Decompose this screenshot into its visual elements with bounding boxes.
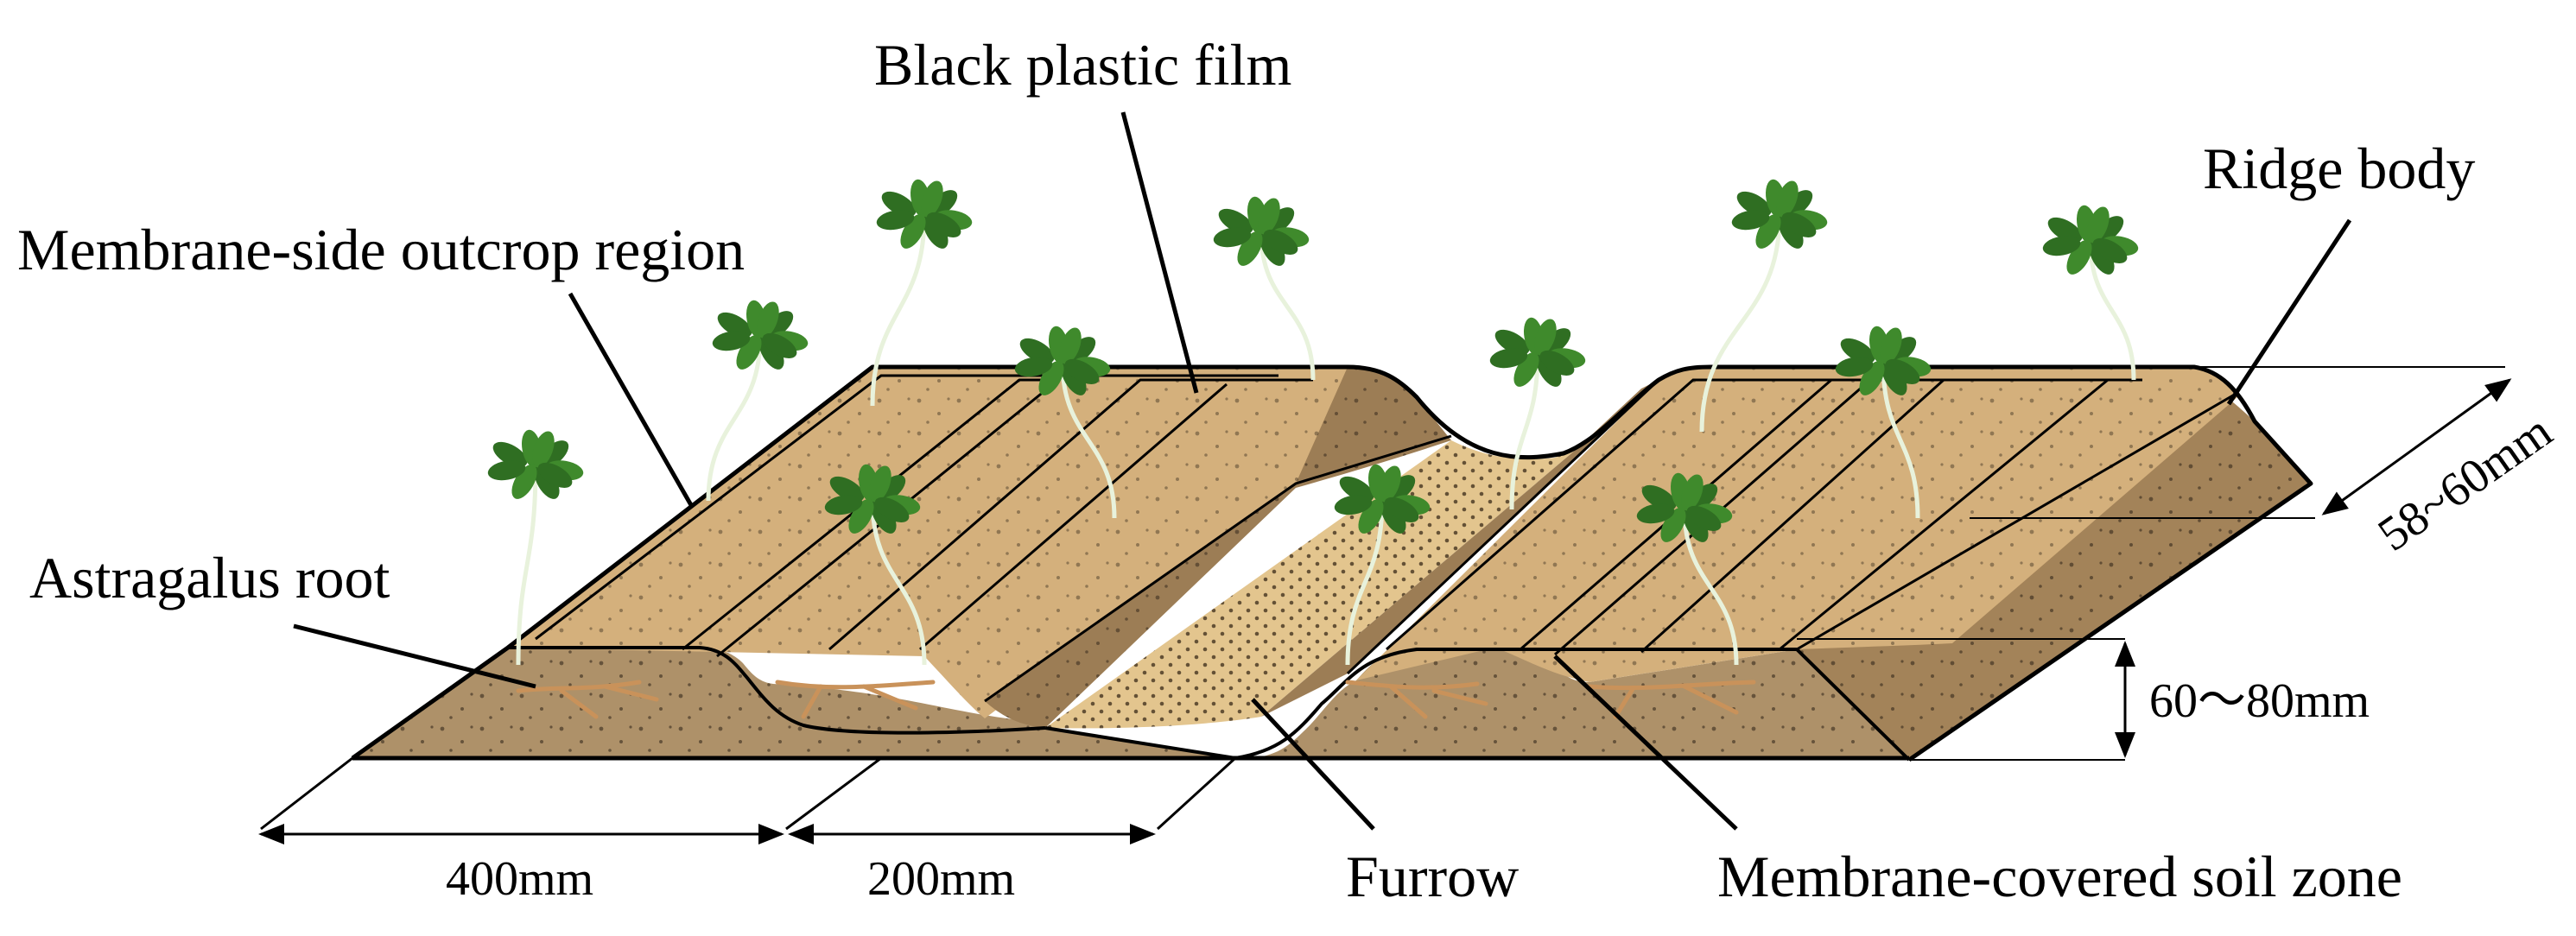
dim-furrow-width: 200mm: [867, 852, 1015, 906]
label-furrow: Furrow: [1346, 844, 1519, 909]
soil-block: [351, 364, 2505, 762]
label-black-plastic-film: Black plastic film: [874, 32, 1291, 98]
right-ridge-slope: [1261, 380, 1659, 717]
root-1: [516, 680, 659, 719]
label-membrane-side-outcrop: Membrane-side outcrop region: [17, 217, 745, 282]
dim-film-edge: 58~60mm: [2369, 404, 2561, 561]
seedling-7: [1699, 179, 1828, 433]
root-2: [775, 680, 936, 719]
label-ridge-body: Ridge body: [2203, 136, 2475, 201]
astragalus-roots: [516, 680, 1756, 719]
seedling-5: [487, 429, 584, 666]
seedling-6: [824, 464, 927, 666]
seedling-2: [706, 300, 809, 502]
root-3: [1345, 680, 1488, 719]
label-membrane-covered-soil: Membrane-covered soil zone: [1717, 844, 2402, 909]
root-4: [1587, 680, 1756, 719]
leader-lines: [293, 111, 2352, 831]
plants: [487, 179, 2139, 666]
seedling-3: [1213, 196, 1316, 381]
seedling-11: [1334, 464, 1431, 666]
seedling-1: [870, 179, 973, 407]
seedling-10: [1835, 326, 1932, 519]
label-astragalus-root: Astragalus root: [29, 545, 390, 610]
dim-ridge-width: 400mm: [446, 852, 593, 906]
dim-ridge-height: 60～80mm: [2149, 674, 2370, 728]
seedling-12: [1636, 472, 1739, 666]
seedling-9: [2042, 205, 2139, 381]
seedling-4: [1014, 326, 1117, 519]
dimension-lines: [258, 378, 2512, 844]
seedling-8: [1489, 317, 1586, 510]
